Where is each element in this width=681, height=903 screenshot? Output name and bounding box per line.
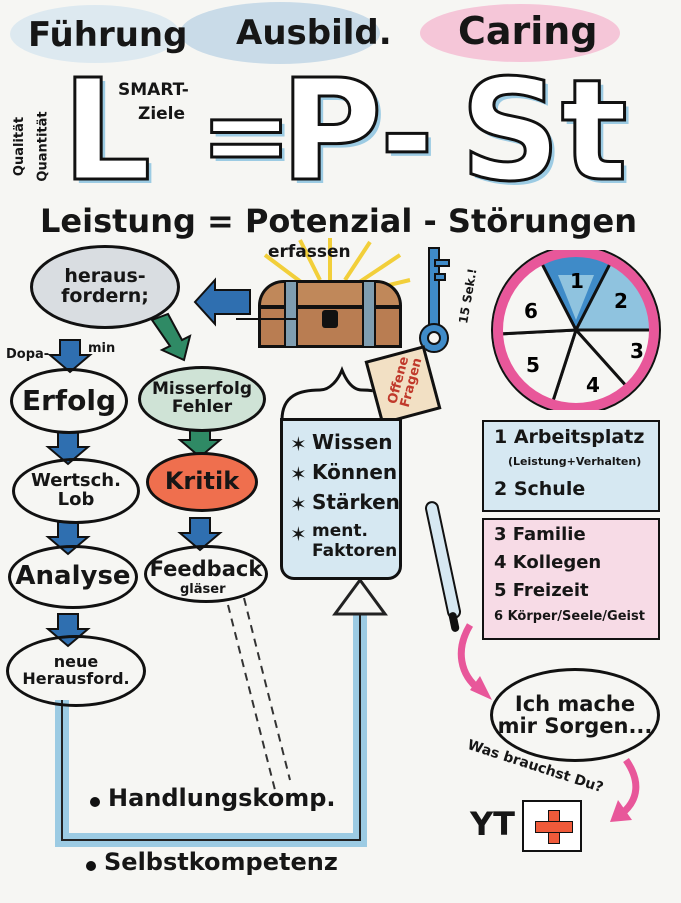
check-ment-faktoren: ✶ bbox=[290, 522, 307, 546]
label-quantitaet: Quantität bbox=[35, 111, 51, 182]
tab-fuehrung-bg bbox=[10, 5, 180, 63]
label-smart: SMART- bbox=[118, 80, 189, 100]
formula-st: St bbox=[459, 50, 630, 213]
node-wertschaetzung: Wertsch. Lob bbox=[12, 458, 140, 524]
list-item-3: 3 Familie bbox=[494, 524, 586, 545]
list-item-1-sub: (Leistung+Verhalten) bbox=[508, 455, 642, 468]
node-kritik: Kritik bbox=[146, 452, 258, 512]
label-handlungskompetenz: Handlungskomp. bbox=[108, 784, 336, 812]
formula-l: L bbox=[60, 50, 152, 213]
bullet-2 bbox=[86, 861, 96, 871]
tab-ausbildung-bg bbox=[180, 2, 380, 64]
arrows-left-column bbox=[45, 339, 223, 648]
loop-arrow-head bbox=[332, 577, 388, 616]
knowledge-box bbox=[280, 418, 402, 580]
tab-ausbildung: Ausbild. bbox=[236, 13, 392, 53]
tab-caring-bg bbox=[420, 4, 620, 62]
first-aid-icon bbox=[522, 800, 582, 852]
label-yt: YT bbox=[470, 805, 515, 843]
list-item-2: 2 Schule bbox=[494, 478, 586, 500]
chest-icon bbox=[250, 280, 410, 350]
item-ment-faktoren: ment. Faktoren bbox=[312, 521, 398, 561]
check-staerken: ✶ bbox=[290, 492, 307, 516]
list-item-5: 5 Freizeit bbox=[494, 580, 589, 601]
pie-label-6: 6 bbox=[524, 299, 538, 323]
list-item-6: 6 Körper/Seele/Geist bbox=[494, 609, 645, 624]
node-analyse: Analyse bbox=[8, 545, 138, 609]
check-wissen: ✶ bbox=[290, 432, 307, 456]
label-qualitaet: Qualität bbox=[12, 116, 28, 177]
list-item-4: 4 Kollegen bbox=[494, 552, 602, 573]
list-box-work bbox=[482, 420, 660, 512]
check-koennen: ✶ bbox=[290, 462, 307, 486]
item-staerken: Stärken bbox=[312, 490, 400, 514]
label-min: min bbox=[88, 341, 116, 356]
label-ziele: Ziele bbox=[138, 104, 186, 124]
key-icon bbox=[419, 247, 450, 353]
tab-fuehrung: Führung bbox=[28, 15, 188, 55]
pie-label-5: 5 bbox=[526, 353, 540, 377]
label-dopa: Dopa- bbox=[6, 347, 50, 362]
list-item-1: 1 Arbeitsplatz bbox=[494, 426, 645, 448]
pie-label-2: 2 bbox=[614, 289, 628, 313]
shelf bbox=[236, 318, 296, 320]
formula-sentence: Leistung = Potenzial - Störungen bbox=[40, 202, 637, 240]
list-box-private bbox=[482, 518, 660, 640]
pie-label-3: 3 bbox=[630, 339, 644, 363]
node-erfolg: Erfolg bbox=[10, 368, 128, 434]
formula-minus: - bbox=[379, 59, 436, 211]
arrow-chest-left bbox=[193, 277, 251, 327]
node-neue-herausforderung: neue Herausford. bbox=[6, 635, 146, 707]
label-selbstkompetenz: Selbstkompetenz bbox=[104, 848, 338, 876]
item-koennen: Können bbox=[312, 460, 398, 484]
pie-label-4: 4 bbox=[586, 373, 600, 397]
node-herausfordern: heraus- fordern; bbox=[30, 245, 180, 329]
tab-caring: Caring bbox=[458, 9, 598, 53]
arrow-misserfolg bbox=[150, 312, 192, 362]
bullet-1 bbox=[90, 797, 100, 807]
node-misserfolg: Misserfolg Fehler bbox=[138, 366, 266, 432]
pie-label-1: 1 bbox=[570, 269, 584, 293]
label-erfassen: erfassen bbox=[268, 242, 351, 262]
item-wissen: Wissen bbox=[312, 430, 393, 454]
label-glaeser: gläser bbox=[180, 582, 226, 597]
node-feedback: Feedback bbox=[144, 545, 268, 603]
pie-chart: 1 2 3 4 5 6 bbox=[491, 250, 661, 410]
node-sorgen: Ich mache mir Sorgen... bbox=[490, 668, 660, 762]
formula-p: P bbox=[279, 50, 385, 213]
formula-equals: = bbox=[198, 71, 293, 199]
